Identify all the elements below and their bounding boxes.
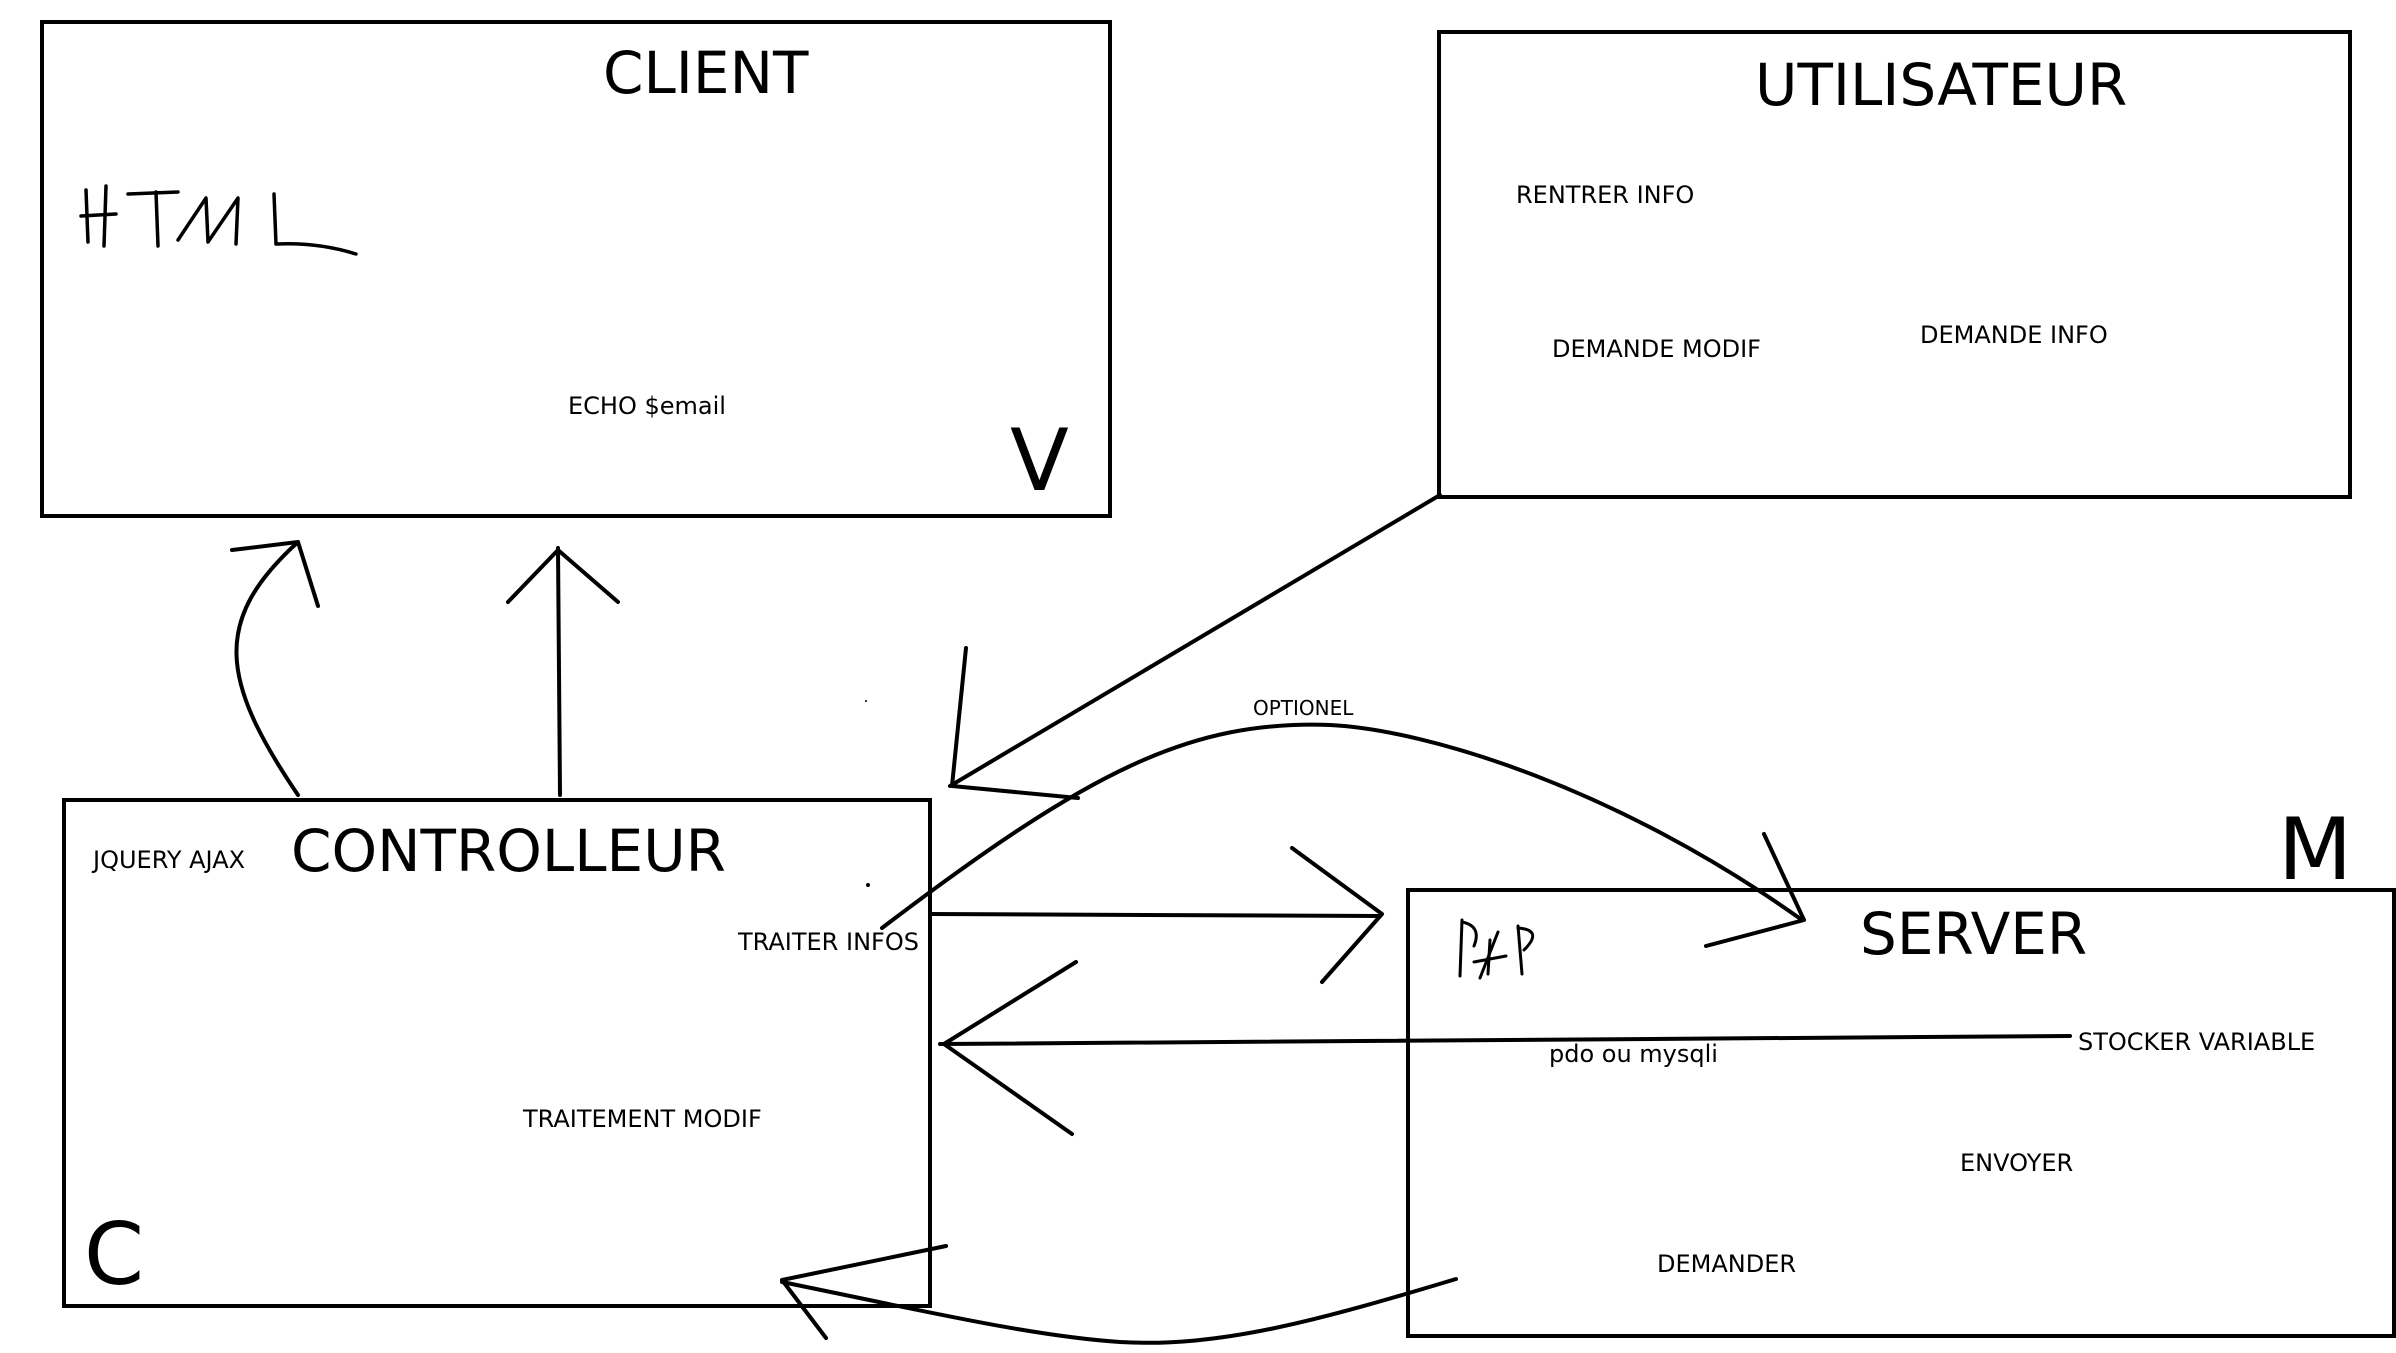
server-title: SERVER (1860, 900, 2088, 968)
arrow-utilisateur-to-controlleur (948, 493, 1442, 788)
stray-dot (866, 883, 870, 887)
client-box (40, 20, 1112, 518)
curved-arrow-controlleur-to-client (234, 540, 300, 797)
utilisateur-title: UTILISATEUR (1755, 51, 2128, 119)
arrow-server-to-controlleur-head (942, 960, 1078, 1136)
server-note-envoyer: ENVOYER (1960, 1149, 2074, 1177)
controlleur-note-traitement-modif: TRAITEMENT MODIF (523, 1105, 762, 1133)
server-box (1406, 888, 2396, 1338)
server-handwriting-php (1452, 912, 1552, 984)
curved-arrow-server-to-controlleur-head (780, 1244, 948, 1340)
controlleur-box (62, 798, 932, 1308)
controlleur-note-traiter-infos: TRAITER INFOS (738, 928, 919, 956)
controlleur-note-jquery-ajax: JQUERY AJAX (93, 846, 246, 874)
utilisateur-note-rentrer-info: RENTRER INFO (1516, 181, 1695, 209)
utilisateur-note-demande-info: DEMANDE INFO (1920, 321, 2108, 349)
utilisateur-box (1437, 30, 2352, 499)
curved-arrow-optionel-head (1704, 832, 1806, 948)
straight-arrow-controlleur-to-client-head (506, 548, 620, 604)
server-note-stocker-variable: STOCKER VARIABLE (2078, 1028, 2316, 1056)
view-letter: V (1010, 411, 1069, 511)
client-note-echo: ECHO $email (568, 392, 726, 420)
stray-dot (865, 700, 867, 702)
controlleur-title: CONTROLLEUR (291, 817, 726, 885)
server-note-pdo: pdo ou mysqli (1549, 1040, 1718, 1068)
controller-letter: C (84, 1205, 145, 1305)
straight-arrow-controlleur-to-client (556, 546, 562, 797)
curved-arrow-controlleur-to-client-head (230, 540, 320, 608)
arrow-controlleur-to-server (928, 912, 1382, 918)
arrow-utilisateur-to-controlleur-head (950, 646, 1080, 800)
model-letter: M (2278, 800, 2353, 900)
arrow-controlleur-to-server-head (1290, 846, 1384, 984)
client-title: CLIENT (603, 39, 809, 107)
server-note-demander: DEMANDER (1657, 1250, 1797, 1278)
client-handwriting-html (78, 180, 363, 260)
utilisateur-note-demande-modif: DEMANDE MODIF (1552, 335, 1761, 363)
arrow-server-to-controlleur (938, 1034, 2072, 1046)
optional-edge-label: OPTIONEL (1253, 696, 1354, 720)
curved-arrow-optionel (880, 722, 1804, 930)
curved-arrow-server-to-controlleur (780, 1277, 1458, 1345)
